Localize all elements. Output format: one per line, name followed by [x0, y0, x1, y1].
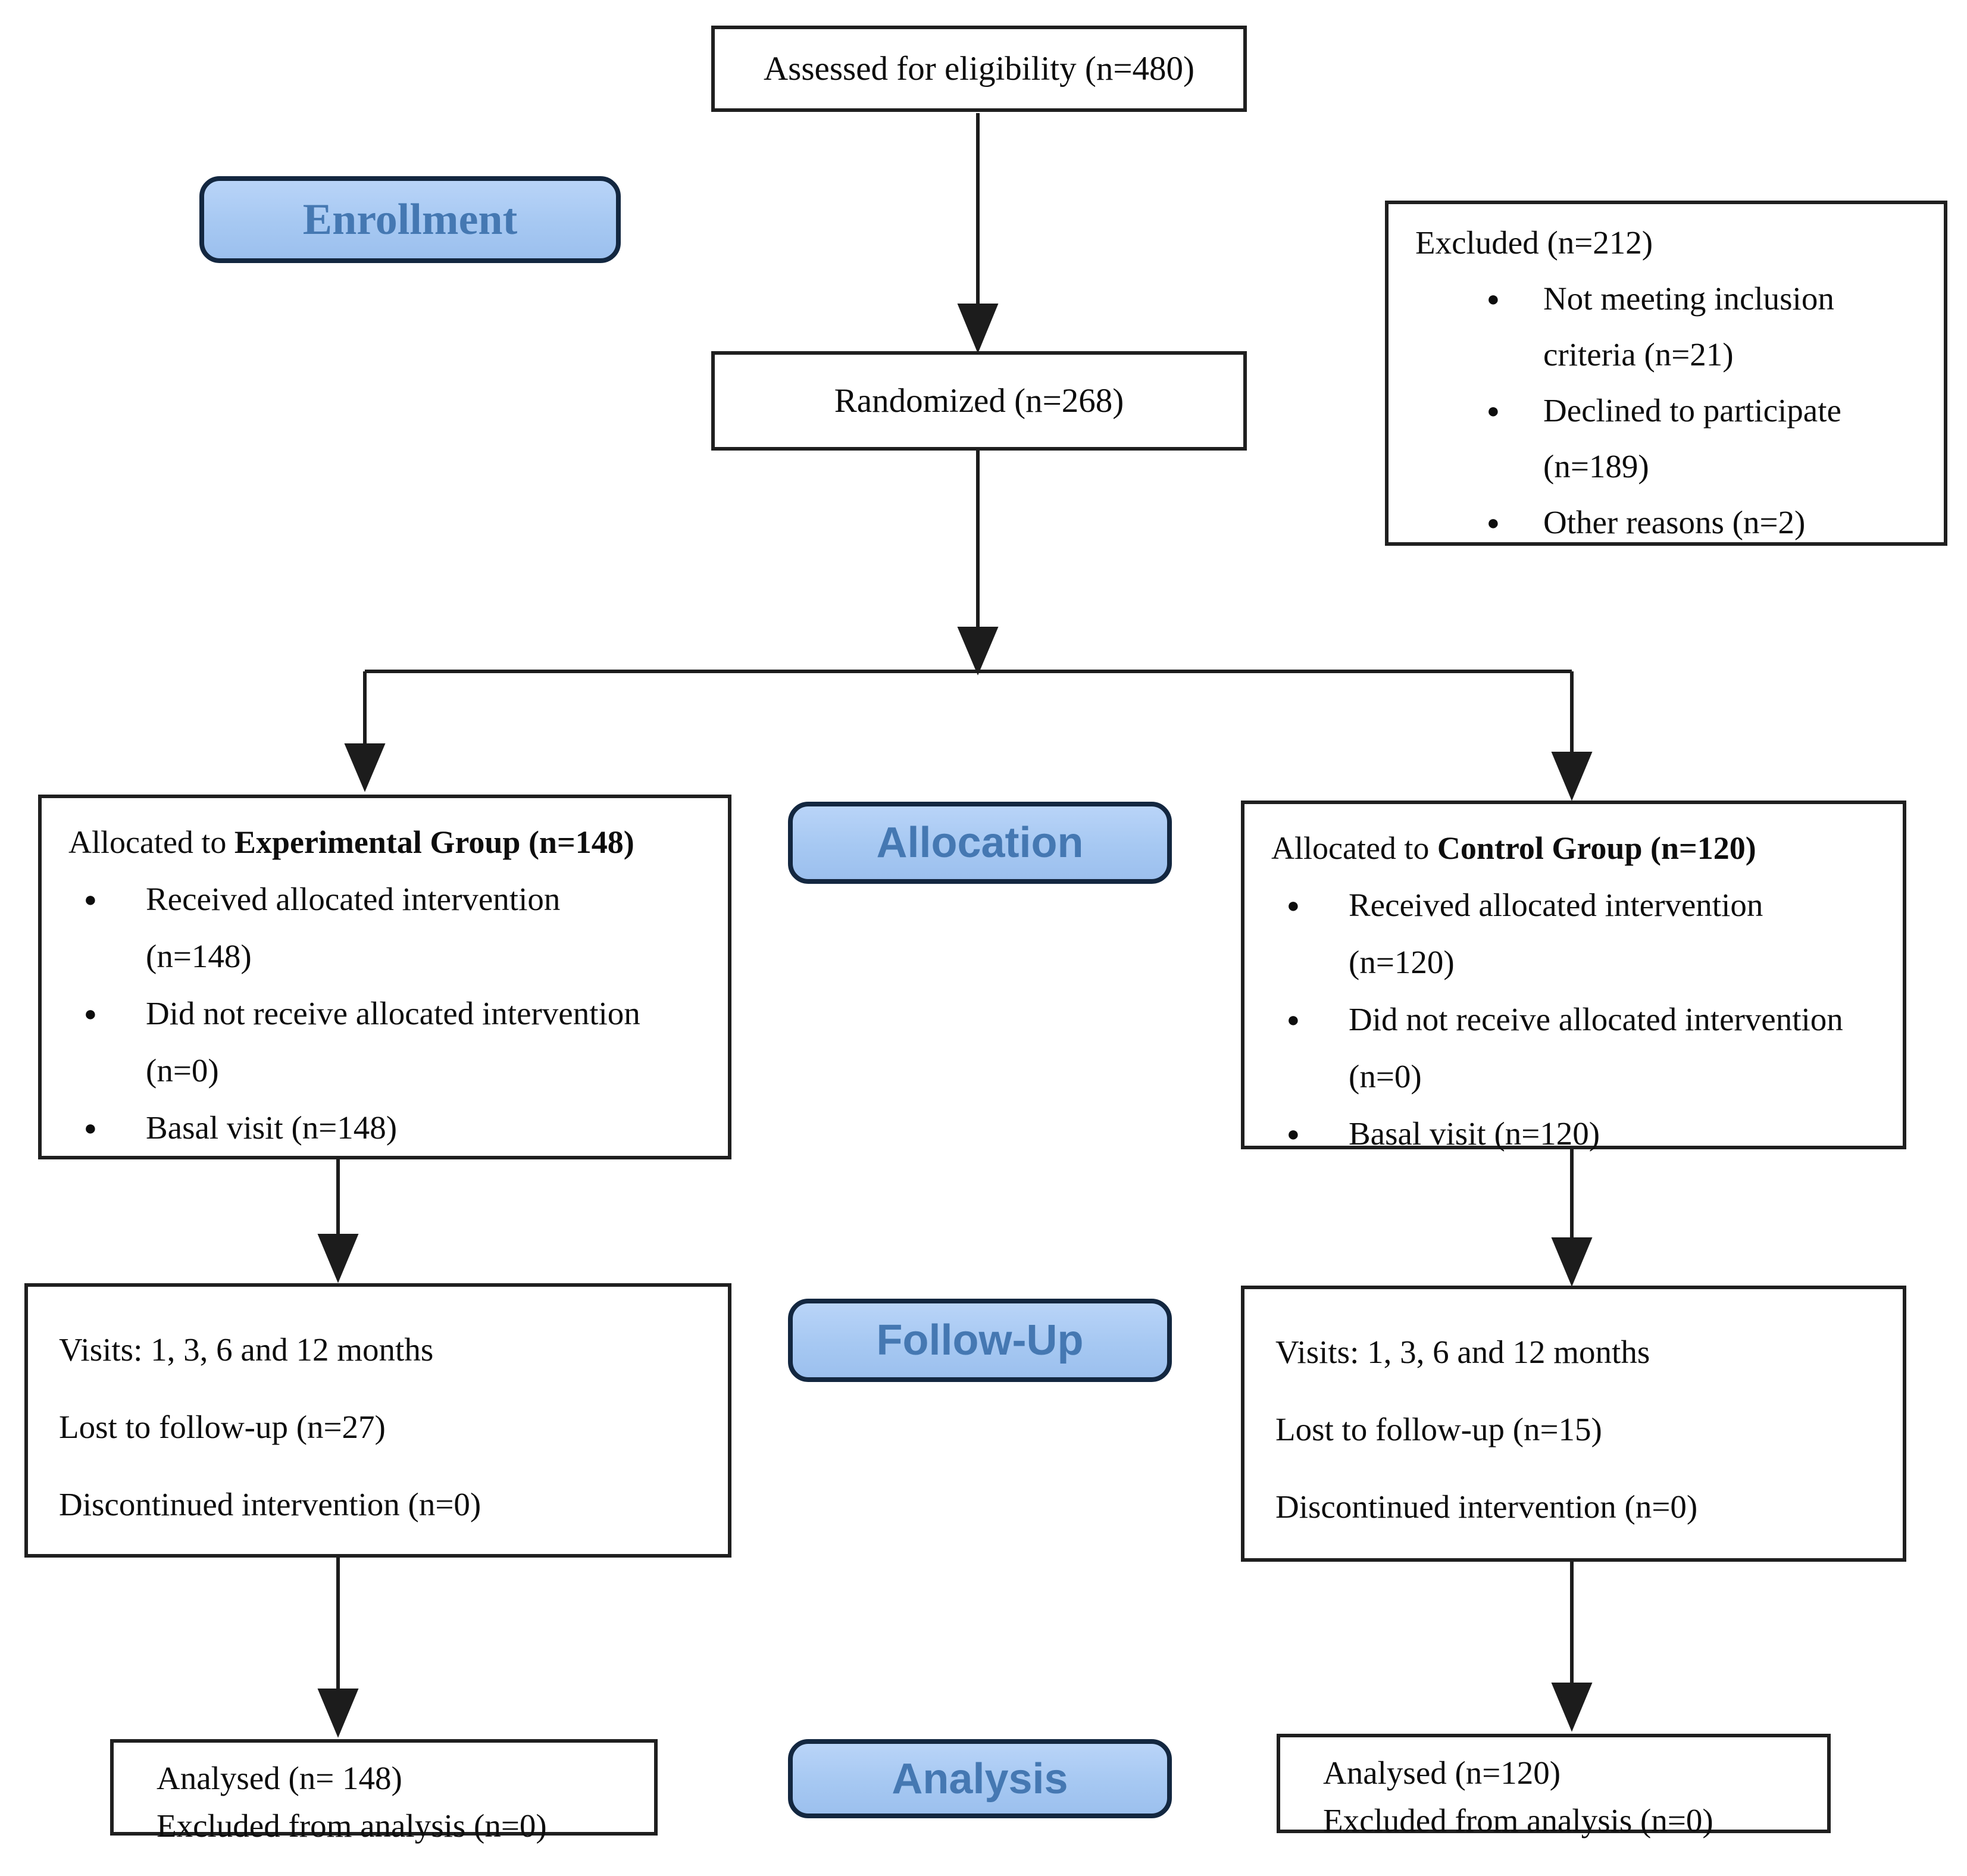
- randomized-text: Randomized (n=268): [834, 382, 1124, 420]
- control-group-title: Allocated to Control Group (n=120): [1271, 820, 1879, 877]
- arrowhead-experimental-to-followup: [317, 1234, 359, 1283]
- bullet-icon: ●: [1487, 511, 1500, 534]
- followup-right-line-3: Discontinued intervention (n=0): [1275, 1489, 1698, 1525]
- experimental-bullet-1-text: Received allocated intervention (n=148): [146, 881, 561, 974]
- control-title-prefix: Allocated to: [1271, 830, 1437, 866]
- bullet-icon: ●: [1287, 893, 1300, 917]
- stage-enrollment: Enrollment: [199, 176, 621, 263]
- analysis-right-line-2: Excluded from analysis (n=0): [1323, 1802, 1713, 1839]
- experimental-title-bold: Experimental Group (n=148): [234, 824, 634, 860]
- followup-left-line-3: Discontinued intervention (n=0): [59, 1486, 481, 1522]
- randomized-box: Randomized (n=268): [711, 351, 1247, 451]
- followup-right-line-1: Visits: 1, 3, 6 and 12 months: [1275, 1334, 1650, 1370]
- analysis-left-line-2: Excluded from analysis (n=0): [157, 1808, 547, 1844]
- experimental-bullet-3-text: Basal visit (n=148): [146, 1109, 398, 1146]
- control-bullet-1-text: Received allocated intervention (n=120): [1349, 887, 1763, 980]
- experimental-bullet-2-text: Did not receive allocated intervention (…: [146, 995, 640, 1089]
- excluded-title: Excluded (n=212): [1415, 224, 1653, 261]
- bullet-icon: ●: [84, 1116, 97, 1140]
- analysis-right-line-1: Analysed (n=120): [1323, 1755, 1561, 1791]
- stage-followup: Follow-Up: [788, 1299, 1172, 1382]
- bullet-icon: ●: [1487, 399, 1500, 423]
- bullet-icon: ●: [1287, 1122, 1300, 1146]
- arrowhead-split-to-control: [1551, 752, 1593, 801]
- excluded-bullet-3-text: Other reasons (n=2): [1543, 504, 1806, 540]
- stage-allocation: Allocation: [788, 802, 1172, 884]
- control-bullet-3-text: Basal visit (n=120): [1349, 1115, 1600, 1152]
- bullet-icon: ●: [84, 1002, 97, 1025]
- excluded-bullet-2: ● Declined to participate (n=189): [1415, 383, 1920, 495]
- followup-right-box: Visits: 1, 3, 6 and 12 months Lost to fo…: [1241, 1286, 1906, 1562]
- excluded-bullet-2-text: Declined to participate (n=189): [1543, 392, 1841, 484]
- assessed-box: Assessed for eligibility (n=480): [711, 26, 1247, 112]
- arrowhead-split-to-experimental: [344, 743, 386, 792]
- arrowhead-followup-to-analysis-left: [317, 1689, 359, 1738]
- experimental-group-box: Allocated to Experimental Group (n=148) …: [38, 795, 731, 1159]
- followup-left-line-2: Lost to follow-up (n=27): [59, 1409, 386, 1445]
- experimental-bullet-1: ● Received allocated intervention (n=148…: [68, 871, 704, 985]
- control-bullet-2: ● Did not receive allocated intervention…: [1271, 991, 1879, 1105]
- analysis-right-box: Analysed (n=120) Excluded from analysis …: [1277, 1734, 1831, 1839]
- bullet-icon: ●: [84, 887, 97, 911]
- arrowhead-followup-to-analysis-right: [1551, 1683, 1593, 1732]
- control-bullet-2-text: Did not receive allocated intervention (…: [1349, 1001, 1843, 1095]
- stage-analysis-label: Analysis: [892, 1755, 1068, 1803]
- control-group-box: Allocated to Control Group (n=120) ● Rec…: [1241, 801, 1906, 1152]
- arrowhead-assessed-to-randomized: [957, 304, 999, 354]
- experimental-title-prefix: Allocated to: [68, 824, 234, 860]
- arrowhead-randomized-to-split: [957, 627, 999, 676]
- analysis-left-box: Analysed (n= 148) Excluded from analysis…: [110, 1739, 658, 1844]
- bullet-icon: ●: [1287, 1008, 1300, 1031]
- excluded-bullet-1-text: Not meeting inclusion criteria (n=21): [1543, 280, 1834, 373]
- followup-left-box: Visits: 1, 3, 6 and 12 months Lost to fo…: [24, 1283, 731, 1558]
- analysis-left-line-1: Analysed (n= 148): [157, 1760, 402, 1796]
- assessed-text: Assessed for eligibility (n=480): [764, 50, 1194, 87]
- stage-allocation-label: Allocation: [876, 819, 1084, 867]
- control-bullet-1: ● Received allocated intervention (n=120…: [1271, 877, 1879, 991]
- excluded-bullet-1: ● Not meeting inclusion criteria (n=21): [1415, 271, 1920, 383]
- control-bullet-3: ● Basal visit (n=120): [1271, 1105, 1879, 1162]
- arrowhead-control-to-followup: [1551, 1237, 1593, 1287]
- control-title-bold: Control Group (n=120): [1437, 830, 1756, 866]
- stage-followup-label: Follow-Up: [876, 1317, 1084, 1364]
- followup-right-line-2: Lost to follow-up (n=15): [1275, 1411, 1602, 1447]
- stage-enrollment-label: Enrollment: [302, 195, 518, 244]
- excluded-bullet-3: ● Other reasons (n=2): [1415, 495, 1920, 551]
- experimental-bullet-3: ● Basal visit (n=148): [68, 1099, 704, 1156]
- followup-left-line-1: Visits: 1, 3, 6 and 12 months: [59, 1331, 434, 1368]
- experimental-bullet-2: ● Did not receive allocated intervention…: [68, 985, 704, 1099]
- bullet-icon: ●: [1487, 287, 1500, 311]
- excluded-box: Excluded (n=212) ● Not meeting inclusion…: [1385, 201, 1947, 546]
- experimental-group-title: Allocated to Experimental Group (n=148): [68, 814, 704, 871]
- stage-analysis: Analysis: [788, 1739, 1172, 1818]
